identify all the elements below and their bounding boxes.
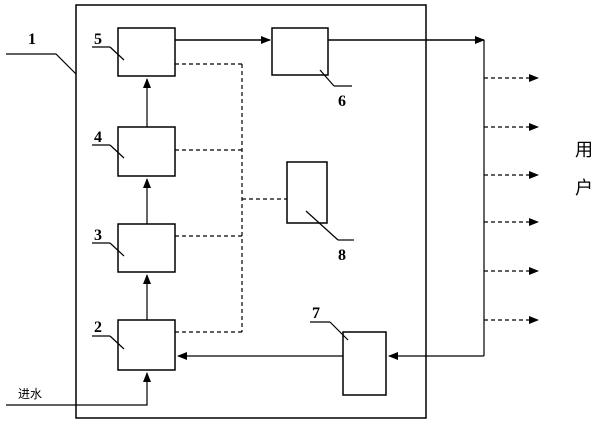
- unit-3-label: 3: [94, 227, 102, 244]
- unit-4-label: 4: [94, 129, 102, 146]
- unit-6-label: 6: [338, 93, 346, 110]
- system-label-leader: [6, 53, 77, 75]
- unit-2-box: [117, 319, 176, 371]
- user-outputs: [484, 74, 539, 324]
- unit-7-box: [342, 331, 387, 396]
- unit-3-box: [117, 223, 176, 273]
- unit-2-label: 2: [94, 319, 102, 336]
- unit-6-leader-diag: [319, 69, 335, 87]
- unit-8-box: [286, 161, 328, 224]
- user-label-top: 用: [575, 140, 593, 161]
- inlet-line: [6, 372, 151, 406]
- unit-5-leader-diag: [109, 46, 125, 61]
- user-label-bottom: 户: [575, 178, 593, 199]
- inlet-label: 进水: [18, 387, 42, 401]
- unit-7-label: 7: [312, 305, 320, 322]
- unit-4-box: [117, 126, 176, 177]
- unit-5-label: 5: [94, 31, 102, 48]
- unit-8-leader-diag: [305, 210, 339, 241]
- control-lines: [175, 63, 287, 333]
- unit-8-label: 8: [338, 247, 346, 264]
- unit-3-leader-diag: [109, 242, 125, 257]
- system-enclosure: [75, 4, 427, 419]
- unit-7-leader-diag: [329, 321, 349, 341]
- unit-4-leader-diag: [109, 144, 125, 159]
- unit-5-box: [117, 27, 176, 77]
- unit-2-leader-diag: [109, 335, 125, 350]
- system-label: 1: [28, 31, 36, 48]
- unit-6-box: [271, 27, 329, 76]
